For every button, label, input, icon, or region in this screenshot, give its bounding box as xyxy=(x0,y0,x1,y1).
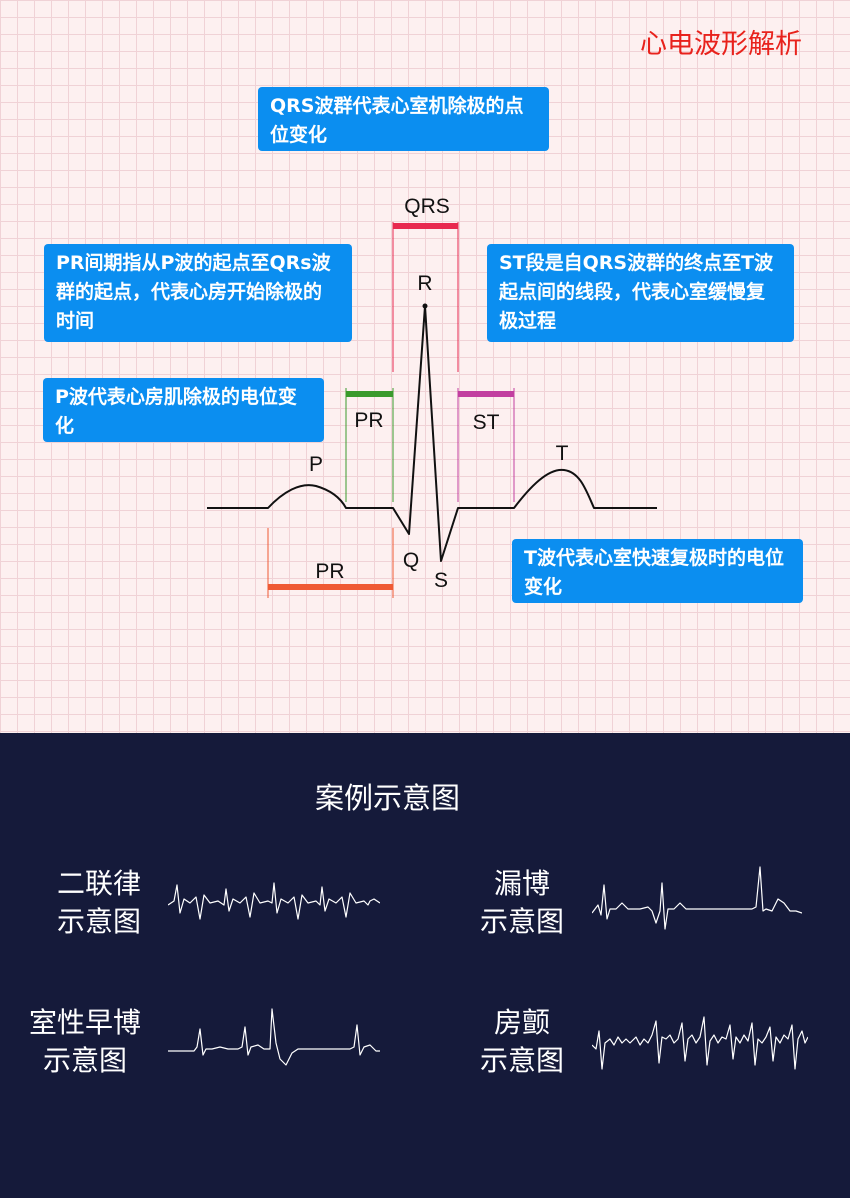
qrs-note: QRS波群代表心室机除极的点位变化 xyxy=(258,87,549,151)
case-label-line1: 漏博 xyxy=(493,867,550,900)
t-wave-note: T波代表心室快速复极时的电位变化 xyxy=(512,539,803,603)
case-label-bigeminy: 二联律 示意图 xyxy=(40,865,158,941)
pr-interval-note: PR间期指从P波的起点至QRs波群的起点，代表心房开始除极的时间 xyxy=(44,244,352,342)
st-segment-note: ST段是自QRS波群的终点至T波起点间的线段，代表心室缓慢复极过程 xyxy=(487,244,794,342)
dropped-beat-ecg-sketch xyxy=(592,866,802,930)
qrs-marker-bar xyxy=(393,223,458,229)
label-pr-segment: PR xyxy=(354,409,383,432)
label-r: R xyxy=(417,272,432,295)
cases-section: 案例示意图 二联律 示意图 漏博 示意图 室性早博 示意图 房颤 示意图 xyxy=(0,733,850,1198)
case-label-line2: 示意图 xyxy=(479,905,564,938)
label-st-segment: ST xyxy=(473,411,500,434)
pr-segment-marker-bar xyxy=(346,391,393,397)
case-label-line2: 示意图 xyxy=(56,905,141,938)
label-p: P xyxy=(309,453,323,476)
page-title: 心电波形解析 xyxy=(640,29,802,60)
pvc-ecg-sketch xyxy=(168,1008,380,1066)
r-peak-dot xyxy=(422,303,428,309)
case-label-atrial-fibrillation: 房颤 示意图 xyxy=(463,1004,581,1080)
case-label-line1: 房颤 xyxy=(493,1006,550,1039)
p-wave-note: P波代表心房肌除极的电位变化 xyxy=(43,378,324,442)
st-segment-marker-bar xyxy=(458,391,514,397)
cases-title: 案例示意图 xyxy=(314,781,460,815)
case-label-pvc: 室性早博 示意图 xyxy=(15,1004,155,1080)
case-label-dropped-beat: 漏博 示意图 xyxy=(463,865,581,941)
label-qrs: QRS xyxy=(404,195,450,218)
label-t: T xyxy=(556,442,569,465)
label-q: Q xyxy=(403,549,419,572)
label-pr-interval: PR xyxy=(315,560,344,583)
ecg-diagram-section: 心电波形解析 QRS R PR ST P T Q S PR QRS波群代表心室机… xyxy=(0,0,850,733)
case-label-line2: 示意图 xyxy=(42,1044,127,1077)
atrial-fibrillation-ecg-sketch xyxy=(592,1016,808,1070)
case-label-line2: 示意图 xyxy=(479,1044,564,1077)
ecg-waveform-diagram: QRS R PR ST P T Q S PR xyxy=(207,195,657,598)
label-s: S xyxy=(434,569,448,592)
case-label-line1: 二联律 xyxy=(56,867,141,900)
bigeminy-ecg-sketch xyxy=(168,882,380,920)
case-label-line1: 室性早博 xyxy=(28,1006,141,1039)
pr-interval-marker-bar xyxy=(268,584,393,590)
ecg-trace xyxy=(207,305,657,562)
